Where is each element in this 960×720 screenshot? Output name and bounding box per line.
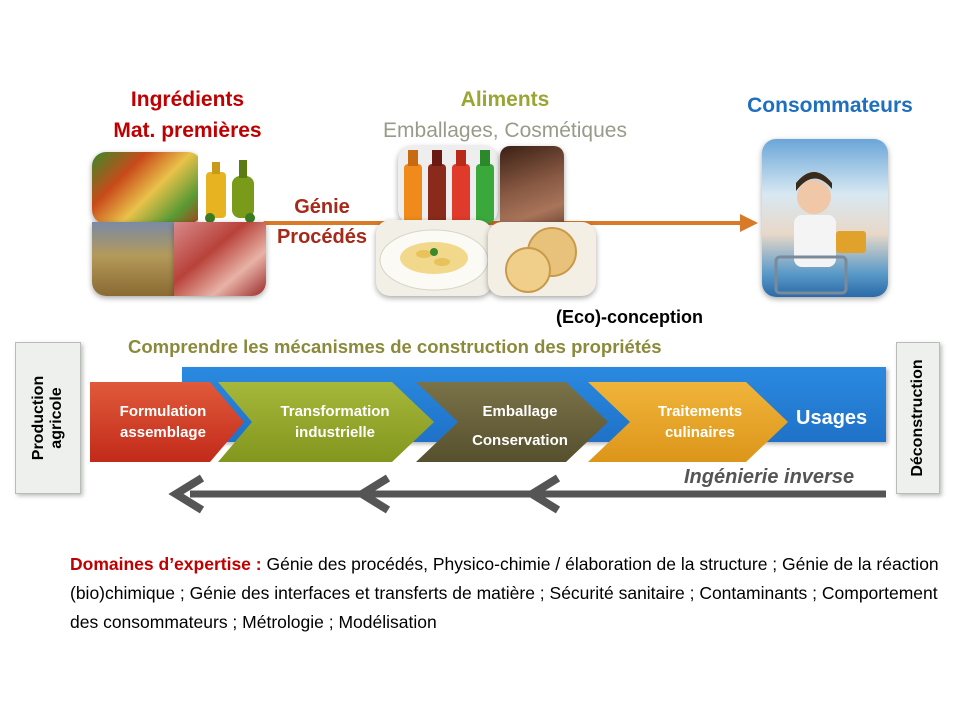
soda-bottles-icon <box>404 150 494 224</box>
stage-traitements-shape <box>588 382 788 462</box>
oil-bottles-icon <box>205 160 255 223</box>
back-arrows <box>168 474 886 514</box>
stage-traitements-line1: Traitements <box>657 403 743 420</box>
usages-label: Usages <box>796 407 868 429</box>
back-arrow-head-2 <box>354 474 391 514</box>
genie-procedes-label: Génie Procédés <box>262 192 382 252</box>
ingredients-photo-vegetables <box>92 152 202 224</box>
deconstruction-box: Déconstruction <box>896 342 940 494</box>
stage-formulation-line2: assemblage <box>120 424 206 441</box>
stage-emballage-shape <box>416 382 608 462</box>
ingredients-photo-wheat <box>92 222 174 296</box>
ingredients-title: Ingrédients Mat. premières <box>80 84 295 146</box>
stage-emballage-line2: Conservation <box>472 432 568 449</box>
stage-transformation-line2: industrielle <box>294 424 376 441</box>
stage-transformation-label: Transformation industrielle <box>254 401 416 443</box>
production-agricole-box: Production agricole <box>15 342 81 494</box>
aliments-photo-pasta <box>376 220 492 296</box>
ingredients-photo-meat <box>174 222 266 296</box>
aliments-title-line1: Aliments <box>460 88 550 111</box>
consommateurs-title: Consommateurs <box>747 94 913 117</box>
consommateurs-photo <box>762 139 888 297</box>
ingredients-title-line2: Mat. premières <box>113 119 262 142</box>
aliments-title: Aliments Emballages, Cosmétiques <box>345 84 665 146</box>
shopper-icon <box>774 172 866 295</box>
aliments-title-line2: Emballages, Cosmétiques <box>383 119 627 142</box>
pasta-plate-icon <box>379 229 489 291</box>
expertise-label: Domaines d’expertise : <box>70 554 262 574</box>
stage-formulation-line1: Formulation <box>119 403 207 420</box>
stage-traitements-label: Traitements culinaires <box>626 401 774 443</box>
ingenierie-inverse-label: Ingénierie inverse <box>684 466 855 488</box>
expertise-text: Génie des procédés, Physico-chimie / éla… <box>70 554 939 632</box>
genie-line1: Génie <box>294 196 350 218</box>
ingredients-photo-oil <box>198 150 264 224</box>
ingredients-title-line1: Ingrédients <box>130 88 245 111</box>
back-arrow-head-3 <box>524 474 561 514</box>
back-arrow-head-1 <box>168 474 205 514</box>
genie-line2: Procédés <box>276 226 368 248</box>
expertise-paragraph: Domaines d’expertise : Génie des procédé… <box>70 550 940 637</box>
stage-formulation-label: Formulation assemblage <box>96 401 230 443</box>
eco-conception-label: (Eco)-conception <box>556 307 703 327</box>
comprendre-heading: Comprendre les mécanismes de constructio… <box>128 336 662 357</box>
stage-formulation-shape <box>90 382 244 462</box>
stage-emballage-line1: Emballage <box>482 403 558 420</box>
aliments-photo-wafers <box>488 222 596 296</box>
wafer-biscuits-icon <box>505 227 577 293</box>
stage-transformation-shape <box>218 382 434 462</box>
stage-transformation-line1: Transformation <box>280 403 390 420</box>
stage-emballage-label: Emballage Conservation <box>450 397 590 455</box>
aliments-photo-soda-bottles <box>398 146 498 224</box>
stage-traitements-line2: culinaires <box>664 424 736 441</box>
